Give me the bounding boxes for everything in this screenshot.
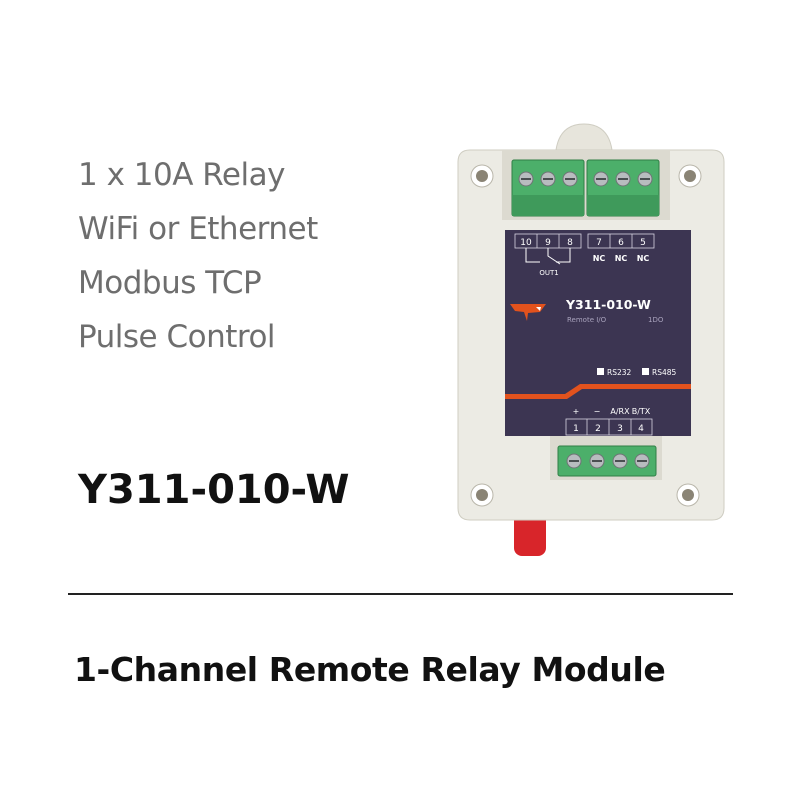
divider [68,593,733,595]
accent-stripe [505,384,691,399]
signal-label: − [594,407,601,416]
signal-label: + [573,407,580,416]
bottom-terminal-block [557,445,657,477]
relay-symbol-icon [525,248,571,265]
panel-channel: 1DO [648,316,664,324]
rs485-indicator [642,368,649,375]
product-title: 1-Channel Remote Relay Module [74,650,666,689]
signal-label: A/RX [610,407,630,416]
front-panel [505,230,691,436]
terminal-number: 3 [617,424,623,434]
panel-model: Y311-010-W [565,297,651,312]
terminal-number: 10 [520,238,532,248]
brand-logo [510,304,546,321]
terminal-number: 5 [640,238,646,248]
terminal-number: 2 [595,424,601,434]
terminal-number: 6 [618,238,624,248]
rs485-label: RS485 [652,368,677,377]
nc-label: NC [637,254,650,263]
feature-connectivity: WiFi or Ethernet [78,211,318,247]
nc-label: NC [615,254,628,263]
mounting-tab [555,123,613,151]
top-terminal-block [511,159,660,217]
output-label: OUT1 [539,269,558,277]
feature-list: 1 x 10A Relay WiFi or Ethernet Modbus TC… [78,150,318,366]
signal-label: B/TX [632,407,651,416]
terminal-number: 7 [596,238,602,248]
panel-type: Remote I/O [567,316,607,324]
relay-module-image: 10 9 8 7 6 5 OUT1 NC NC NC Y311-010-W Re… [457,123,725,556]
feature-relay: 1 x 10A Relay [78,157,285,193]
feature-pulse: Pulse Control [78,319,276,355]
terminal-number: 1 [573,424,579,434]
terminal-number: 8 [567,238,573,248]
model-number: Y311-010-W [78,467,350,513]
rs232-label: RS232 [607,368,632,377]
feature-protocol: Modbus TCP [78,265,262,301]
rs232-indicator [597,368,604,375]
terminal-number: 4 [638,424,644,434]
terminal-number: 9 [545,238,551,248]
nc-label: NC [593,254,606,263]
